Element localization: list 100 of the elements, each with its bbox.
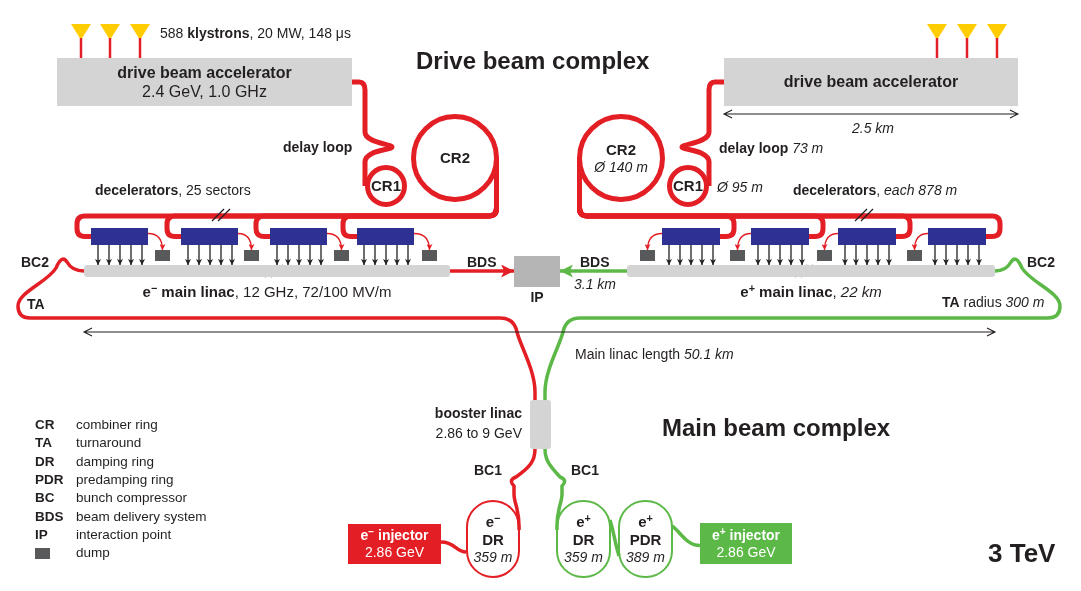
ring-label: e$^{+}$ bbox=[576, 512, 591, 531]
delay-loop-label: delay loop 73 m bbox=[719, 140, 824, 157]
booster-label: booster linac bbox=[433, 405, 522, 422]
compressor-label: BC1 bbox=[571, 462, 599, 479]
beam-line bbox=[352, 79, 395, 186]
dimension-label: 2.5 km bbox=[852, 120, 894, 137]
beam-line bbox=[543, 258, 1062, 400]
dump-box bbox=[422, 250, 437, 261]
ring-label: DR bbox=[572, 530, 595, 549]
arrow bbox=[911, 232, 929, 251]
booster-label: 2.86 to 9 GeV bbox=[434, 425, 522, 442]
arrow bbox=[237, 232, 255, 251]
abbreviation-meaning: turnaround bbox=[76, 435, 142, 452]
turnaround-label: TA bbox=[27, 296, 45, 313]
ip-label: IP bbox=[529, 289, 545, 306]
beam-line bbox=[670, 524, 701, 548]
arrow bbox=[361, 244, 367, 266]
ring-label: CR2 bbox=[440, 149, 470, 167]
section-title: Main beam complex bbox=[662, 414, 891, 443]
compressor-label: BC1 bbox=[474, 462, 502, 479]
injector-label: 2.86 GeV bbox=[716, 543, 776, 561]
klystron-label: 588 klystrons, 20 MW, 148 μs bbox=[160, 25, 351, 42]
dump-box bbox=[244, 250, 259, 261]
dump-box bbox=[155, 250, 170, 261]
beam-line bbox=[450, 264, 514, 278]
beam-line bbox=[440, 540, 467, 554]
abbreviation-meaning: interaction point bbox=[76, 526, 172, 543]
ring-label: e$^{+}$ bbox=[638, 512, 653, 531]
ring-size-label: Ø 95 m bbox=[717, 179, 763, 196]
abbreviation-meaning: beam delivery system bbox=[76, 508, 207, 525]
abbreviation-label: IP bbox=[35, 526, 48, 543]
damping-ring bbox=[466, 500, 520, 578]
arrow bbox=[965, 244, 971, 266]
decelerator-label: decelerators, 25 sectors bbox=[95, 182, 251, 199]
arrow bbox=[677, 244, 683, 266]
ring-label: CR1 bbox=[673, 177, 703, 195]
arrow bbox=[405, 244, 411, 266]
arrow bbox=[842, 244, 848, 266]
arrow bbox=[307, 244, 313, 266]
arrow bbox=[106, 244, 112, 266]
decelerator-box bbox=[751, 228, 809, 245]
arrow bbox=[976, 244, 982, 266]
beam-line bbox=[560, 264, 627, 278]
arrow bbox=[777, 244, 783, 266]
arrow bbox=[274, 244, 280, 266]
arrow bbox=[185, 244, 191, 266]
abbreviation-meaning: combiner ring bbox=[76, 417, 158, 434]
arrow bbox=[383, 244, 389, 266]
decelerator-box bbox=[91, 228, 148, 245]
abbreviation-label: CR bbox=[35, 417, 55, 434]
arrow bbox=[821, 232, 839, 251]
injector-label: e$^{+}$ injector bbox=[711, 526, 781, 544]
arrow bbox=[413, 232, 433, 251]
arrow bbox=[699, 244, 705, 266]
beam-line bbox=[608, 519, 621, 557]
arrow bbox=[688, 244, 694, 266]
arrow bbox=[710, 244, 716, 266]
arrow bbox=[788, 244, 794, 266]
damping-ring bbox=[618, 500, 673, 578]
accelerator-label: 2.4 GeV, 1.0 GHz bbox=[142, 82, 267, 102]
abbreviation-label: BDS bbox=[35, 508, 64, 525]
arrow bbox=[644, 232, 663, 251]
arrow bbox=[117, 244, 123, 266]
bds-label: BDS bbox=[467, 254, 497, 271]
combiner-ring bbox=[577, 114, 665, 202]
turnaround-label: TA radius 300 m bbox=[942, 294, 1045, 311]
accelerator-box bbox=[724, 58, 1018, 106]
ring-label: 389 m bbox=[626, 548, 665, 566]
arrow bbox=[285, 244, 291, 266]
combiner-ring bbox=[411, 114, 499, 202]
arrow bbox=[128, 244, 134, 266]
legend-label: dump bbox=[76, 545, 110, 562]
decelerator-box bbox=[838, 228, 896, 245]
linac-bar bbox=[530, 400, 551, 449]
delay-loop-label: delay loop bbox=[283, 139, 353, 156]
linac-bar bbox=[84, 265, 450, 277]
decelerator-box bbox=[928, 228, 986, 245]
arrow bbox=[326, 232, 345, 251]
decelerator-label: decelerators, each 878 m bbox=[793, 182, 958, 199]
arrow bbox=[954, 244, 960, 266]
compressor-label: BC2 bbox=[21, 254, 49, 271]
combiner-ring bbox=[667, 165, 709, 207]
injector-box bbox=[348, 524, 441, 564]
arrow bbox=[853, 244, 859, 266]
abbreviation-label: DR bbox=[35, 453, 55, 470]
ring-label: CR2 bbox=[606, 140, 636, 159]
abbreviation-label: BC bbox=[35, 490, 55, 507]
damping-ring bbox=[556, 500, 611, 578]
abbreviation-label: PDR bbox=[35, 471, 64, 489]
beam-line bbox=[543, 448, 567, 531]
arrow bbox=[766, 244, 772, 266]
arrow bbox=[95, 244, 101, 266]
arrow bbox=[666, 244, 672, 266]
abbreviation-meaning: predamping ring bbox=[76, 471, 174, 489]
beam-line bbox=[16, 258, 537, 400]
decelerator-box bbox=[270, 228, 327, 245]
linac-label: e$^{−}$ main linac, 12 GHz, 72/100 MV/m bbox=[141, 283, 393, 301]
arrow bbox=[218, 244, 224, 266]
ring-label: 359 m bbox=[473, 548, 513, 566]
injector-label: 2.86 GeV bbox=[364, 544, 425, 561]
